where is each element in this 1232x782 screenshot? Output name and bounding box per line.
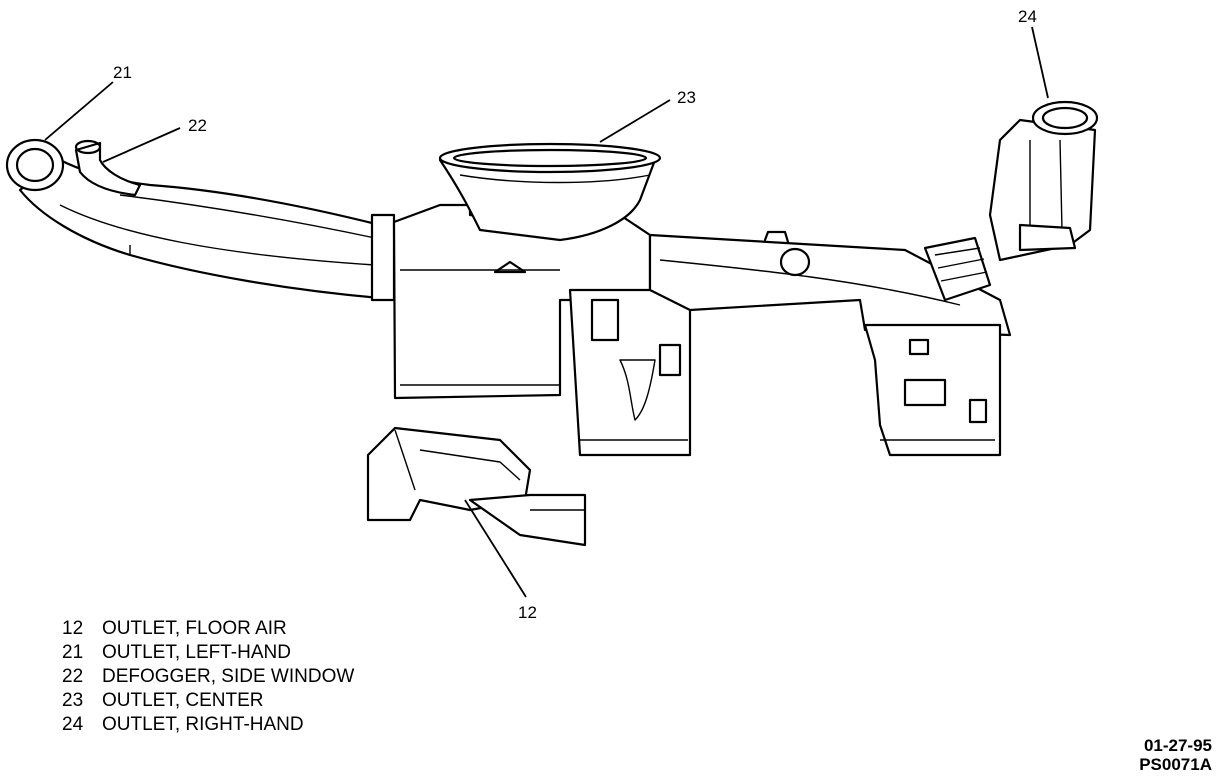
callout-21: 21 xyxy=(113,63,132,82)
leader-24 xyxy=(1031,26,1049,99)
right-outlet xyxy=(988,100,1099,262)
left-outlet-ring xyxy=(5,138,65,192)
floor-air-outlet xyxy=(366,426,587,547)
leader-22 xyxy=(102,127,181,163)
legend-description: OUTLET, LEFT-HAND xyxy=(102,642,291,663)
legend-number: 12 xyxy=(62,618,84,639)
leader-21 xyxy=(44,81,114,141)
figure-code: PS0071A xyxy=(1139,755,1212,774)
legend-description: OUTLET, RIGHT-HAND xyxy=(102,714,304,735)
legend-description: DEFOGGER, SIDE WINDOW xyxy=(102,666,355,687)
legend-number: 22 xyxy=(62,666,84,687)
legend-row: 12 OUTLET, FLOOR AIR xyxy=(62,617,354,641)
legend-description: OUTLET, FLOOR AIR xyxy=(102,618,287,639)
legend-row: 24 OUTLET, RIGHT-HAND xyxy=(62,713,354,737)
callout-22: 22 xyxy=(188,116,207,135)
callout-12: 12 xyxy=(518,603,537,622)
parts-legend: 12 OUTLET, FLOOR AIR 21 OUTLET, LEFT-HAN… xyxy=(62,617,354,737)
defogger-stub xyxy=(74,141,142,197)
legend-description: OUTLET, CENTER xyxy=(102,690,264,711)
legend-number: 24 xyxy=(62,714,84,735)
leader-lines xyxy=(44,26,1049,598)
legend-row: 22 DEFOGGER, SIDE WINDOW xyxy=(62,665,354,689)
legend-number: 21 xyxy=(62,642,84,663)
center-housing xyxy=(392,203,692,457)
callout-23: 23 xyxy=(677,88,696,107)
callout-24: 24 xyxy=(1018,7,1037,26)
left-hand-duct xyxy=(5,138,396,302)
figure-stamp: 01-27-95 PS0071A xyxy=(1139,736,1212,774)
legend-row: 23 OUTLET, CENTER xyxy=(62,689,354,713)
center-outlet xyxy=(438,142,662,242)
legend-row: 21 OUTLET, LEFT-HAND xyxy=(62,641,354,665)
leader-23 xyxy=(599,99,671,143)
figure-date: 01-27-95 xyxy=(1143,736,1212,755)
leader-12 xyxy=(464,499,527,598)
right-trunk-duct xyxy=(648,230,1012,457)
legend-number: 23 xyxy=(62,690,84,711)
